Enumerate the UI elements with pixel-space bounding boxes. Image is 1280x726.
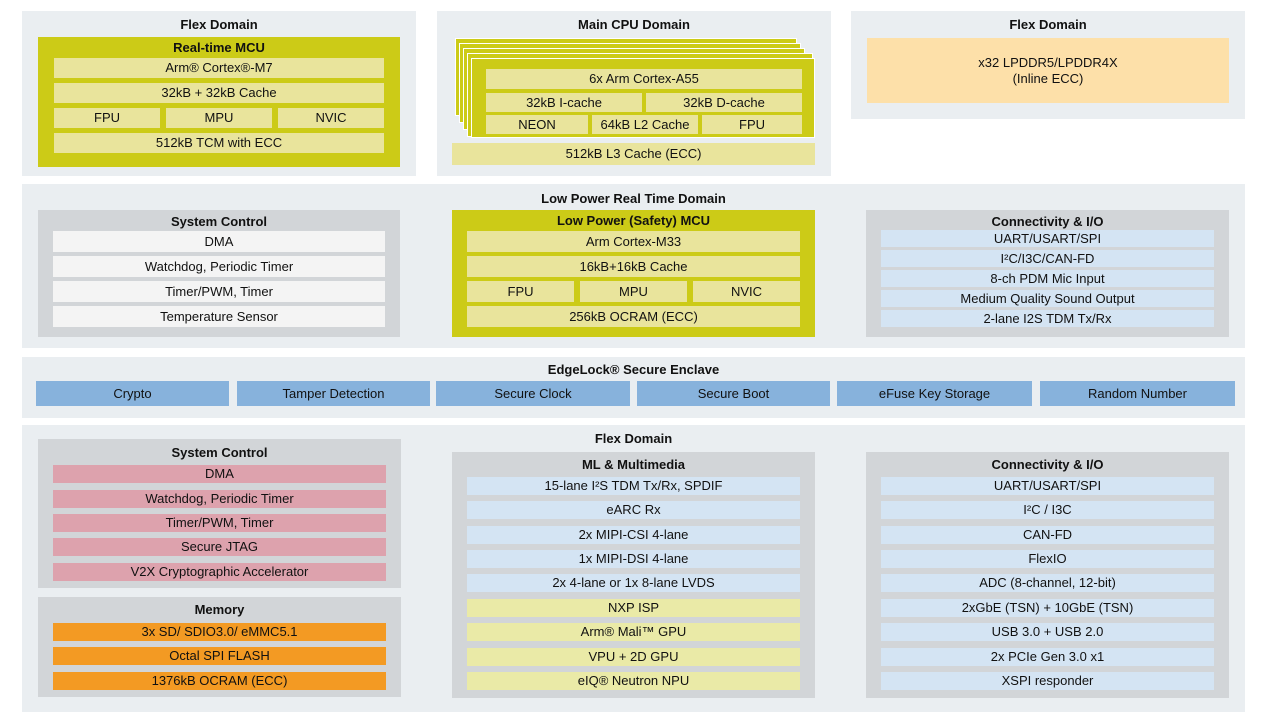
enclave-item: Secure Boot <box>637 381 830 406</box>
lpddr-line2: (Inline ECC) <box>1012 70 1084 86</box>
m7-nvic: NVIC <box>278 108 384 128</box>
secure-enclave-panel: EdgeLock® Secure Enclave Crypto Tamper D… <box>22 357 1245 418</box>
lp-sysctrl-item: DMA <box>53 231 385 252</box>
m7-core: Arm® Cortex®-M7 <box>54 58 384 78</box>
ml-item: 2x 4-lane or 1x 8-lane LVDS <box>467 574 800 592</box>
low-power-domain-panel: Low Power Real Time Domain System Contro… <box>22 184 1245 348</box>
m33-fpu: FPU <box>467 281 574 302</box>
ml-multimedia-block: ML & Multimedia 15-lane I²S TDM Tx/Rx, S… <box>452 452 815 698</box>
lpddr-memory: x32 LPDDR5/LPDDR4X (Inline ECC) <box>867 38 1229 103</box>
flex-conn-item: 2xGbE (TSN) + 10GbE (TSN) <box>881 599 1214 617</box>
a55-neon: NEON <box>486 115 588 134</box>
accel-item: NXP ISP <box>467 599 800 617</box>
ml-item: 1x MIPI-DSI 4-lane <box>467 550 800 568</box>
lp-sysctrl-item: Timer/PWM, Timer <box>53 281 385 302</box>
l3-cache: 512kB L3 Cache (ECC) <box>452 143 815 165</box>
flex-conn-item: XSPI responder <box>881 672 1214 690</box>
m7-fpu: FPU <box>54 108 160 128</box>
lp-safety-mcu-block: Low Power (Safety) MCU Arm Cortex-M33 16… <box>452 210 815 337</box>
m33-cache: 16kB+16kB Cache <box>467 256 800 277</box>
a55-l2: 64kB L2 Cache <box>592 115 698 134</box>
flex-memory-block: Memory 3x SD/ SDIO3.0/ eMMC5.1 Octal SPI… <box>38 597 401 697</box>
low-power-domain-title: Low Power Real Time Domain <box>541 191 726 206</box>
memory-item: Octal SPI FLASH <box>53 647 386 665</box>
a55-core-block: 6x Arm Cortex-A55 32kB I-cache 32kB D-ca… <box>471 58 815 138</box>
lp-system-control-title: System Control <box>170 214 268 229</box>
ml-multimedia-title: ML & Multimedia <box>581 457 686 472</box>
m7-cache: 32kB + 32kB Cache <box>54 83 384 103</box>
flex-conn-item: USB 3.0 + USB 2.0 <box>881 623 1214 641</box>
flex-system-control-title: System Control <box>171 445 268 460</box>
realtime-mcu-title: Real-time MCU <box>173 40 265 55</box>
a55-core: 6x Arm Cortex-A55 <box>486 69 802 89</box>
lp-conn-item: 8-ch PDM Mic Input <box>881 270 1214 287</box>
flex-conn-item: ADC (8-channel, 12-bit) <box>881 574 1214 592</box>
lpddr-line1: x32 LPDDR5/LPDDR4X <box>978 54 1118 70</box>
flex-sysctrl-item: DMA <box>53 465 386 483</box>
flex-domain-right-title: Flex Domain <box>1009 17 1087 32</box>
m7-mpu: MPU <box>166 108 272 128</box>
lp-conn-item: 2-lane I2S TDM Tx/Rx <box>881 310 1214 327</box>
flex-conn-item: 2x PCIe Gen 3.0 x1 <box>881 648 1214 666</box>
lp-conn-item: I²C/I3C/CAN-FD <box>881 250 1214 267</box>
main-cpu-domain-title: Main CPU Domain <box>578 17 690 32</box>
flex-system-control-block: System Control DMA Watchdog, Periodic Ti… <box>38 439 401 588</box>
lp-sysctrl-item: Temperature Sensor <box>53 306 385 327</box>
ml-item: eARC Rx <box>467 501 800 519</box>
memory-item: 1376kB OCRAM (ECC) <box>53 672 386 690</box>
flex-conn-item: UART/USART/SPI <box>881 477 1214 495</box>
lp-system-control-block: System Control DMA Watchdog, Periodic Ti… <box>38 210 400 337</box>
lp-conn-item: Medium Quality Sound Output <box>881 290 1214 307</box>
enclave-item: Secure Clock <box>436 381 630 406</box>
flex-conn-item: FlexIO <box>881 550 1214 568</box>
flex-memory-title: Memory <box>194 602 245 617</box>
lp-connectivity-block: Connectivity & I/O UART/USART/SPI I²C/I3… <box>866 210 1229 337</box>
main-cpu-domain-panel: Main CPU Domain 6x Arm Cortex-A55 32kB I… <box>437 11 831 176</box>
flex-connectivity-block: Connectivity & I/O UART/USART/SPI I²C / … <box>866 452 1229 698</box>
realtime-mcu-block: Real-time MCU Arm® Cortex®-M7 32kB + 32k… <box>38 37 400 167</box>
flex-domain-right-panel: Flex Domain x32 LPDDR5/LPDDR4X (Inline E… <box>851 11 1245 119</box>
ml-item: 15-lane I²S TDM Tx/Rx, SPDIF <box>467 477 800 495</box>
m33-core: Arm Cortex-M33 <box>467 231 800 252</box>
flex-sysctrl-item: Secure JTAG <box>53 538 386 556</box>
accel-item: eIQ® Neutron NPU <box>467 672 800 690</box>
lp-conn-item: UART/USART/SPI <box>881 230 1214 247</box>
enclave-item: Crypto <box>36 381 229 406</box>
flex-conn-item: I²C / I3C <box>881 501 1214 519</box>
flex-domain-bottom-panel: Flex Domain System Control DMA Watchdog,… <box>22 425 1245 712</box>
m33-nvic: NVIC <box>693 281 800 302</box>
secure-enclave-title: EdgeLock® Secure Enclave <box>547 362 720 377</box>
accel-item: VPU + 2D GPU <box>467 648 800 666</box>
a55-dcache: 32kB D-cache <box>646 93 802 112</box>
flex-sysctrl-item: Watchdog, Periodic Timer <box>53 490 386 508</box>
m33-mpu: MPU <box>580 281 687 302</box>
accel-item: Arm® Mali™ GPU <box>467 623 800 641</box>
enclave-item: Tamper Detection <box>237 381 430 406</box>
lp-connectivity-title: Connectivity & I/O <box>991 214 1104 229</box>
flex-domain-left-panel: Flex Domain Real-time MCU Arm® Cortex®-M… <box>22 11 416 176</box>
a55-fpu: FPU <box>702 115 802 134</box>
m33-ocram: 256kB OCRAM (ECC) <box>467 306 800 327</box>
flex-sysctrl-item: Timer/PWM, Timer <box>53 514 386 532</box>
lp-mcu-title: Low Power (Safety) MCU <box>556 213 711 228</box>
flex-sysctrl-item: V2X Cryptographic Accelerator <box>53 563 386 581</box>
a55-icache: 32kB I-cache <box>486 93 642 112</box>
memory-item: 3x SD/ SDIO3.0/ eMMC5.1 <box>53 623 386 641</box>
flex-domain-left-title: Flex Domain <box>180 17 258 32</box>
enclave-item: Random Number <box>1040 381 1235 406</box>
lp-sysctrl-item: Watchdog, Periodic Timer <box>53 256 385 277</box>
ml-item: 2x MIPI-CSI 4-lane <box>467 526 800 544</box>
enclave-item: eFuse Key Storage <box>837 381 1032 406</box>
flex-connectivity-title: Connectivity & I/O <box>991 457 1104 472</box>
flex-domain-bottom-title: Flex Domain <box>594 431 673 446</box>
m7-tcm: 512kB TCM with ECC <box>54 133 384 153</box>
flex-conn-item: CAN-FD <box>881 526 1214 544</box>
